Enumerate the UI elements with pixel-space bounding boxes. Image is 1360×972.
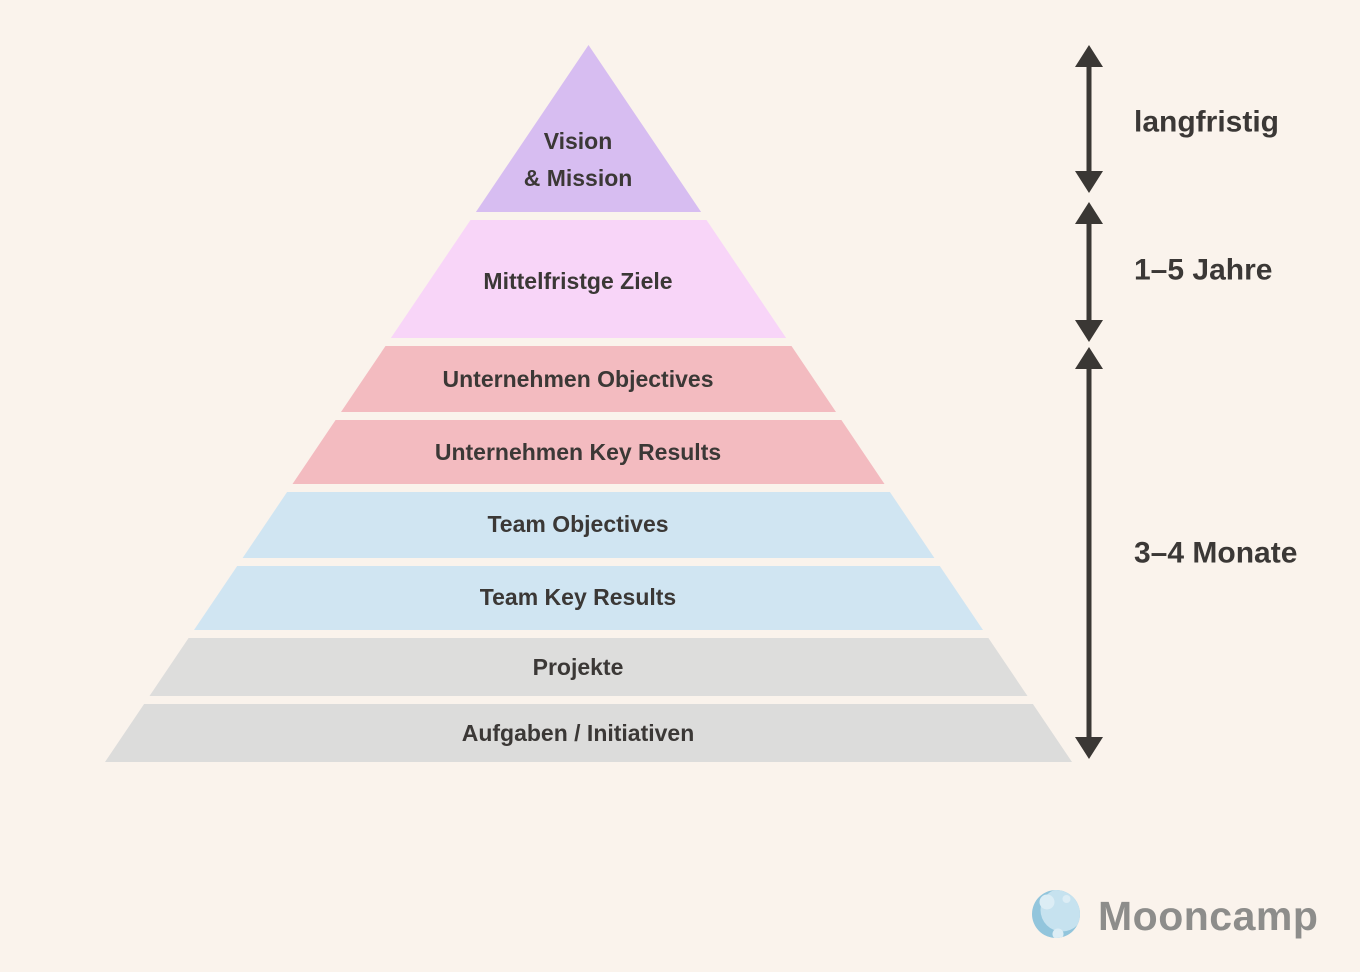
pyramid-layer-aufgaben-initiativen — [105, 704, 1072, 762]
pyramid-label-team-key-results: Team Key Results — [480, 584, 676, 610]
arrow-line — [1086, 62, 1092, 176]
pyramid-label-unternehmen-key-results: Unternehmen Key Results — [435, 439, 721, 465]
pyramid-label-team-objectives: Team Objectives — [487, 511, 668, 537]
pyramid-label-mission: & Mission — [524, 165, 633, 191]
moon-crater-large — [1039, 894, 1055, 910]
pyramid — [105, 45, 1072, 762]
arrow-line — [1086, 364, 1092, 742]
timescale-label-langfristig: langfristig — [1134, 106, 1279, 139]
pyramid-label-vision: Vision — [544, 128, 613, 154]
pyramid-layer-unternehmen-objectives — [341, 346, 836, 412]
pyramid-label-mittelfristige-ziele: Mittelfristge Ziele — [483, 268, 672, 294]
timescale-arrow-1-5-jahre — [1075, 202, 1103, 342]
pyramid-layer-unternehmen-key-results — [292, 420, 885, 484]
pyramid-layer-projekte — [149, 638, 1028, 696]
pyramid-layer-mittelfristige-ziele — [390, 220, 787, 338]
moon-crater-small — [1062, 895, 1071, 903]
pyramid-layer-team-key-results — [194, 566, 983, 630]
timescale-label-3-4-monate: 3–4 Monate — [1134, 537, 1297, 570]
arrowhead-up-icon — [1075, 202, 1103, 224]
pyramid-layer-vision-mission — [475, 45, 702, 212]
timescale-arrow-3-4-monate — [1075, 347, 1103, 759]
pyramid-label-unternehmen-objectives: Unternehmen Objectives — [443, 366, 714, 392]
logo-text: Mooncamp — [1098, 893, 1318, 939]
mooncamp-logo: Mooncamp — [1032, 890, 1318, 939]
pyramid-labels: Vision & Mission Mittelfristge Ziele Unt… — [435, 128, 721, 746]
timescale-arrows — [1075, 45, 1103, 759]
pyramid-label-aufgaben-initiativen: Aufgaben / Initiativen — [462, 720, 695, 746]
arrowhead-down-icon — [1075, 320, 1103, 342]
pyramid-label-projekte: Projekte — [533, 654, 624, 680]
timescale-labels: langfristig 1–5 Jahre 3–4 Monate — [1134, 106, 1297, 570]
pyramid-layer-team-objectives — [242, 492, 935, 558]
arrow-line — [1086, 219, 1092, 325]
moon-crater-bottom — [1052, 928, 1064, 938]
arrowhead-down-icon — [1075, 737, 1103, 759]
arrowhead-up-icon — [1075, 45, 1103, 67]
moon-icon — [1032, 890, 1080, 938]
timescale-label-1-5-jahre: 1–5 Jahre — [1134, 254, 1272, 287]
arrowhead-down-icon — [1075, 171, 1103, 193]
arrowhead-up-icon — [1075, 347, 1103, 369]
timescale-arrow-langfristig — [1075, 45, 1103, 193]
